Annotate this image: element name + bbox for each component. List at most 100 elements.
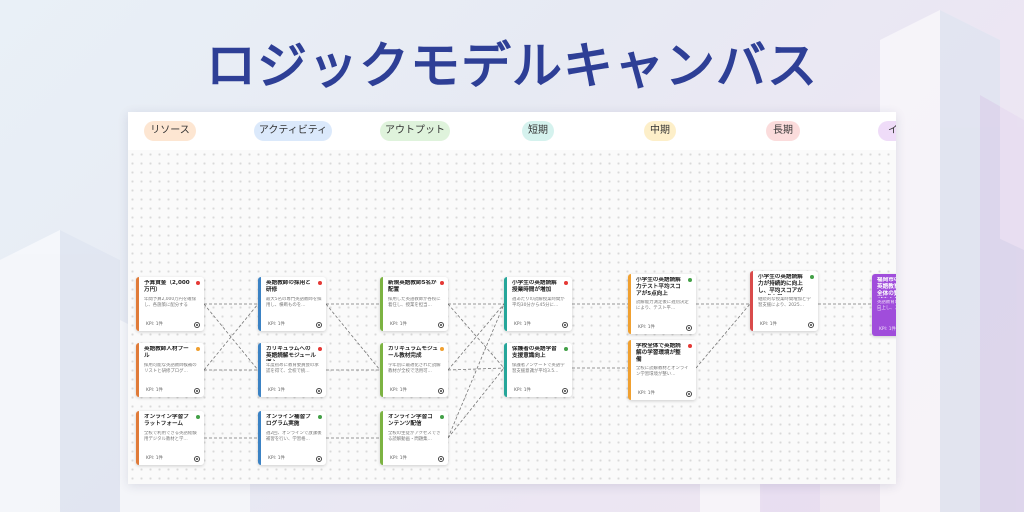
card-title: 保護者の英語学習支援意識向上 bbox=[512, 346, 557, 359]
target-icon[interactable] bbox=[562, 388, 568, 394]
card-description: 全校に読解教材とオンライン学習環境が整い… bbox=[636, 366, 689, 377]
card-title: オンライン学習プラットフォーム bbox=[144, 414, 189, 427]
connector bbox=[447, 367, 505, 371]
priority-dot bbox=[810, 275, 814, 279]
card-output-materials[interactable]: カリキュラムモジュール教材完成 学年別に最適化された読解教材が全校で活用可… K… bbox=[380, 343, 448, 397]
card-mid-test-score[interactable]: 小学生の英語読解力テスト平均スコアが5点向上 読解能力測定後に週別決定により、テ… bbox=[628, 274, 696, 334]
card-description: 年間予算2,000万円を確保し、各施策に配分する bbox=[144, 297, 197, 308]
card-activity-hiring[interactable]: 英語教師の採用と研修 最大5名の専門英語教師を採用し、横断ものを… KPI: 1… bbox=[258, 277, 326, 331]
card-kpi: KPI: 1件 bbox=[268, 456, 285, 461]
connector bbox=[325, 303, 381, 371]
priority-dot bbox=[318, 415, 322, 419]
canvas-board[interactable]: 予算資金（2,000万円） 年間予算2,000万円を確保し、各施策に配分する K… bbox=[128, 150, 896, 484]
card-title: オンライン学習コンテンツ配信 bbox=[388, 414, 433, 427]
card-short-lesson-time[interactable]: 小学生の英語読解授業時間が増加 週あたりの読解授業時間が平均30分から45分に…… bbox=[504, 277, 572, 331]
card-title: 英語教師の採用と研修 bbox=[266, 280, 311, 293]
card-kpi: KPI: 1件 bbox=[514, 322, 531, 327]
priority-dot bbox=[318, 347, 322, 351]
connection-lines bbox=[203, 303, 872, 439]
target-icon[interactable] bbox=[194, 456, 200, 462]
priority-dot bbox=[440, 415, 444, 419]
card-description: 読解能力測定後に週別決定により、テスト平… bbox=[636, 300, 689, 311]
card-description: 英語教育の質が向上し、スコア… bbox=[877, 300, 896, 311]
column-label: 短期 bbox=[528, 125, 548, 136]
column-label: リソース bbox=[150, 125, 190, 136]
card-kpi: KPI: 1件 bbox=[390, 322, 407, 327]
target-icon[interactable] bbox=[808, 322, 814, 328]
card-kpi: KPI: 1件 bbox=[760, 322, 777, 327]
card-output-teachers-placed[interactable]: 新規英語教師5名が配置 採用した英語教師が各校に着任し、授業を担当… KPI: … bbox=[380, 277, 448, 331]
priority-dot bbox=[688, 344, 692, 348]
target-icon[interactable] bbox=[194, 388, 200, 394]
card-activity-curriculum[interactable]: カリキュラムへの英語読解モジュール導入 年度初めに教育委員会の承認を得て、全校で… bbox=[258, 343, 326, 397]
card-description: 採用可能な英語教師候補のリストと研修プログ… bbox=[144, 363, 197, 374]
target-icon[interactable] bbox=[194, 322, 200, 328]
card-resource-platform[interactable]: オンライン学習プラットフォーム 全校で利用できる英語経験用デジタル教材と学… K… bbox=[136, 411, 204, 465]
priority-dot bbox=[196, 347, 200, 351]
card-kpi: KPI: 1件 bbox=[390, 456, 407, 461]
card-description: 全校の生徒がアクセスできる読解動画・問題集… bbox=[388, 431, 441, 442]
card-kpi: KPI: 1件 bbox=[146, 456, 163, 461]
connector bbox=[695, 303, 751, 369]
target-icon[interactable] bbox=[316, 322, 322, 328]
column-header-bar: リソース アクティビティ アウトプット 短期 中期 長期 イ bbox=[128, 112, 896, 151]
column-pill-long-term[interactable]: 長期 bbox=[766, 121, 800, 141]
card-kpi: KPI: 1件 bbox=[390, 388, 407, 393]
connector bbox=[447, 303, 505, 371]
page-title: ロジックモデルキャンバス bbox=[206, 37, 818, 95]
column-pill-resource[interactable]: リソース bbox=[144, 121, 196, 141]
column-label: イ bbox=[888, 125, 896, 136]
card-description: 継続的な授業時間増加と学習支援により、2025… bbox=[758, 297, 811, 308]
card-description: 採用した英語教師が各校に着任し、授業を担当… bbox=[388, 297, 441, 308]
card-title: 小学生の英語読解力テスト平均スコアが5点向上 bbox=[636, 277, 681, 297]
target-icon[interactable] bbox=[438, 322, 444, 328]
card-title: カリキュラムへの英語読解モジュール導入 bbox=[266, 346, 316, 361]
column-pill-short-term[interactable]: 短期 bbox=[522, 121, 554, 141]
card-title: 小学生の英語読解力が持続的に向上し、平均スコアが10点上昇 bbox=[758, 274, 803, 294]
card-title: 英語教師人材プール bbox=[144, 346, 189, 359]
card-title: オンライン補習プログラム実施 bbox=[266, 414, 311, 427]
card-title: 小学生の英語読解授業時間が増加 bbox=[512, 280, 557, 293]
logic-model-canvas[interactable]: リソース アクティビティ アウトプット 短期 中期 長期 イ bbox=[128, 112, 896, 484]
target-icon[interactable] bbox=[686, 391, 692, 397]
column-pill-activity[interactable]: アクティビティ bbox=[254, 121, 332, 141]
card-description: 最大5名の専門英語教師を採用し、横断ものを… bbox=[266, 297, 322, 308]
card-short-parent-awareness[interactable]: 保護者の英語学習支援意識向上 保護者アンケートで英語学習支援意識が平均3.5… … bbox=[504, 343, 572, 397]
card-description: 学年別に最適化された読解教材が全校で活用可… bbox=[388, 363, 441, 374]
card-title: 新規英語教師5名が配置 bbox=[388, 280, 437, 293]
card-kpi: KPI: 1件 bbox=[638, 391, 655, 396]
card-description: 保護者アンケートで英語学習支援意識が平均3.5… bbox=[512, 363, 565, 374]
card-title: 福岡市の英語教育全体の質が向上しスコアが… bbox=[877, 277, 896, 297]
connector bbox=[447, 303, 505, 439]
target-icon[interactable] bbox=[438, 388, 444, 394]
target-icon[interactable] bbox=[686, 325, 692, 331]
priority-dot bbox=[196, 281, 200, 285]
card-kpi: KPI: 1件 bbox=[146, 322, 163, 327]
priority-dot bbox=[440, 281, 444, 285]
card-impact-city-quality[interactable]: 福岡市の英語教育全体の質が向上しスコアが… 英語教育の質が向上し、スコア… KP… bbox=[872, 274, 896, 336]
card-description: 年度初めに教育委員会の承認を得て、全校で統… bbox=[266, 363, 319, 374]
target-icon[interactable] bbox=[562, 322, 568, 328]
card-activity-online-tutoring[interactable]: オンライン補習プログラム実施 週2回、オンラインで放課後補習を行い、学習格… K… bbox=[258, 411, 326, 465]
target-icon[interactable] bbox=[316, 456, 322, 462]
card-description: 週あたりの読解授業時間が平均30分から45分に… bbox=[512, 297, 565, 308]
column-pill-mid-term[interactable]: 中期 bbox=[644, 121, 676, 141]
column-label: 中期 bbox=[650, 125, 670, 136]
card-resource-teacher-pool[interactable]: 英語教師人材プール 採用可能な英語教師候補のリストと研修プログ… KPI: 1件 bbox=[136, 343, 204, 397]
target-icon[interactable] bbox=[316, 388, 322, 394]
card-kpi: KPI: 1件 bbox=[638, 325, 655, 330]
column-pill-output[interactable]: アウトプット bbox=[380, 121, 450, 141]
priority-dot bbox=[564, 281, 568, 285]
column-label: アウトプット bbox=[385, 125, 445, 136]
card-mid-environment[interactable]: 学校全体で英語読解の学習環境が整備 全校に読解教材とオンライン学習環境が整い… … bbox=[628, 340, 696, 400]
card-kpi: KPI: 1件 bbox=[514, 388, 531, 393]
card-long-sustained-growth[interactable]: 小学生の英語読解力が持続的に向上し、平均スコアが10点上昇 継続的な授業時間増加… bbox=[750, 271, 818, 331]
card-description: 全校で利用できる英語経験用デジタル教材と学… bbox=[144, 431, 197, 442]
card-output-online-content[interactable]: オンライン学習コンテンツ配信 全校の生徒がアクセスできる読解動画・問題集… KP… bbox=[380, 411, 448, 465]
card-kpi: KPI: 1件 bbox=[146, 388, 163, 393]
priority-dot bbox=[318, 281, 322, 285]
column-pill-impact[interactable]: イ bbox=[878, 121, 896, 141]
card-resource-budget[interactable]: 予算資金（2,000万円） 年間予算2,000万円を確保し、各施策に配分する K… bbox=[136, 277, 204, 331]
target-icon[interactable] bbox=[438, 456, 444, 462]
card-title: 予算資金（2,000万円） bbox=[144, 280, 190, 293]
